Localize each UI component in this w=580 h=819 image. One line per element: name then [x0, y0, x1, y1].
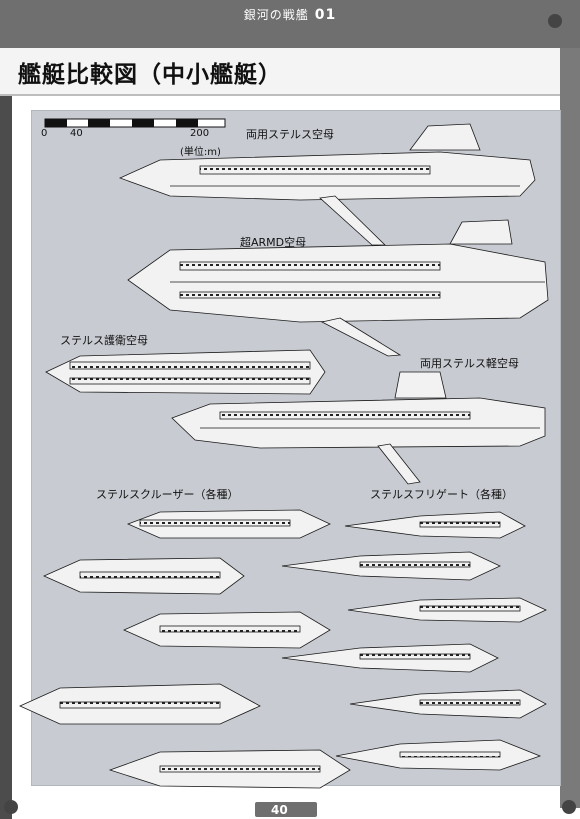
ship-amphibious-stealth-carrier [118, 123, 536, 246]
corner-dot-bottom-right [562, 800, 576, 814]
page-title: 艦艇比較図（中小艦艇） [18, 62, 282, 88]
scale-tick-200: 200 [190, 128, 210, 139]
ship-super-armd-carrier [127, 219, 549, 357]
corner-dot-top [548, 14, 562, 28]
scale-unit: (単位:m) [180, 147, 221, 158]
page-header-bar [0, 0, 580, 48]
ship-amphibious-stealth-light-carrier [171, 371, 546, 485]
series-title: 銀河の戦艦 [243, 8, 309, 22]
label-super-armd-carrier: 超ARMD空母 [240, 236, 307, 249]
series-number: 01 [314, 7, 337, 23]
left-edge-tab [0, 0, 12, 819]
scale-tick-0: 0 [41, 128, 48, 139]
scale-bar [44, 118, 226, 128]
frigate-group [281, 511, 547, 771]
ship-stealth-escort-carrier [45, 349, 326, 395]
label-stealth-frigates: ステルスフリゲート（各種） [370, 488, 513, 501]
cruiser-group [19, 509, 351, 789]
scale-tick-40: 40 [70, 128, 83, 139]
corner-dot-bottom-left [4, 800, 18, 814]
page-number-box [255, 802, 317, 817]
series-header: 銀河の戦艦 01 [0, 6, 580, 23]
label-amphibious-stealth-carrier: 両用ステルス空母 [246, 128, 334, 141]
title-banner [0, 48, 560, 96]
label-amphibious-stealth-light-carrier: 両用ステルス軽空母 [420, 357, 519, 370]
label-stealth-cruisers: ステルスクルーザー（各種） [96, 488, 239, 501]
label-stealth-escort-carrier: ステルス護衛空母 [60, 334, 148, 347]
page-number: 40 [271, 803, 288, 817]
right-edge-tab [560, 48, 580, 808]
